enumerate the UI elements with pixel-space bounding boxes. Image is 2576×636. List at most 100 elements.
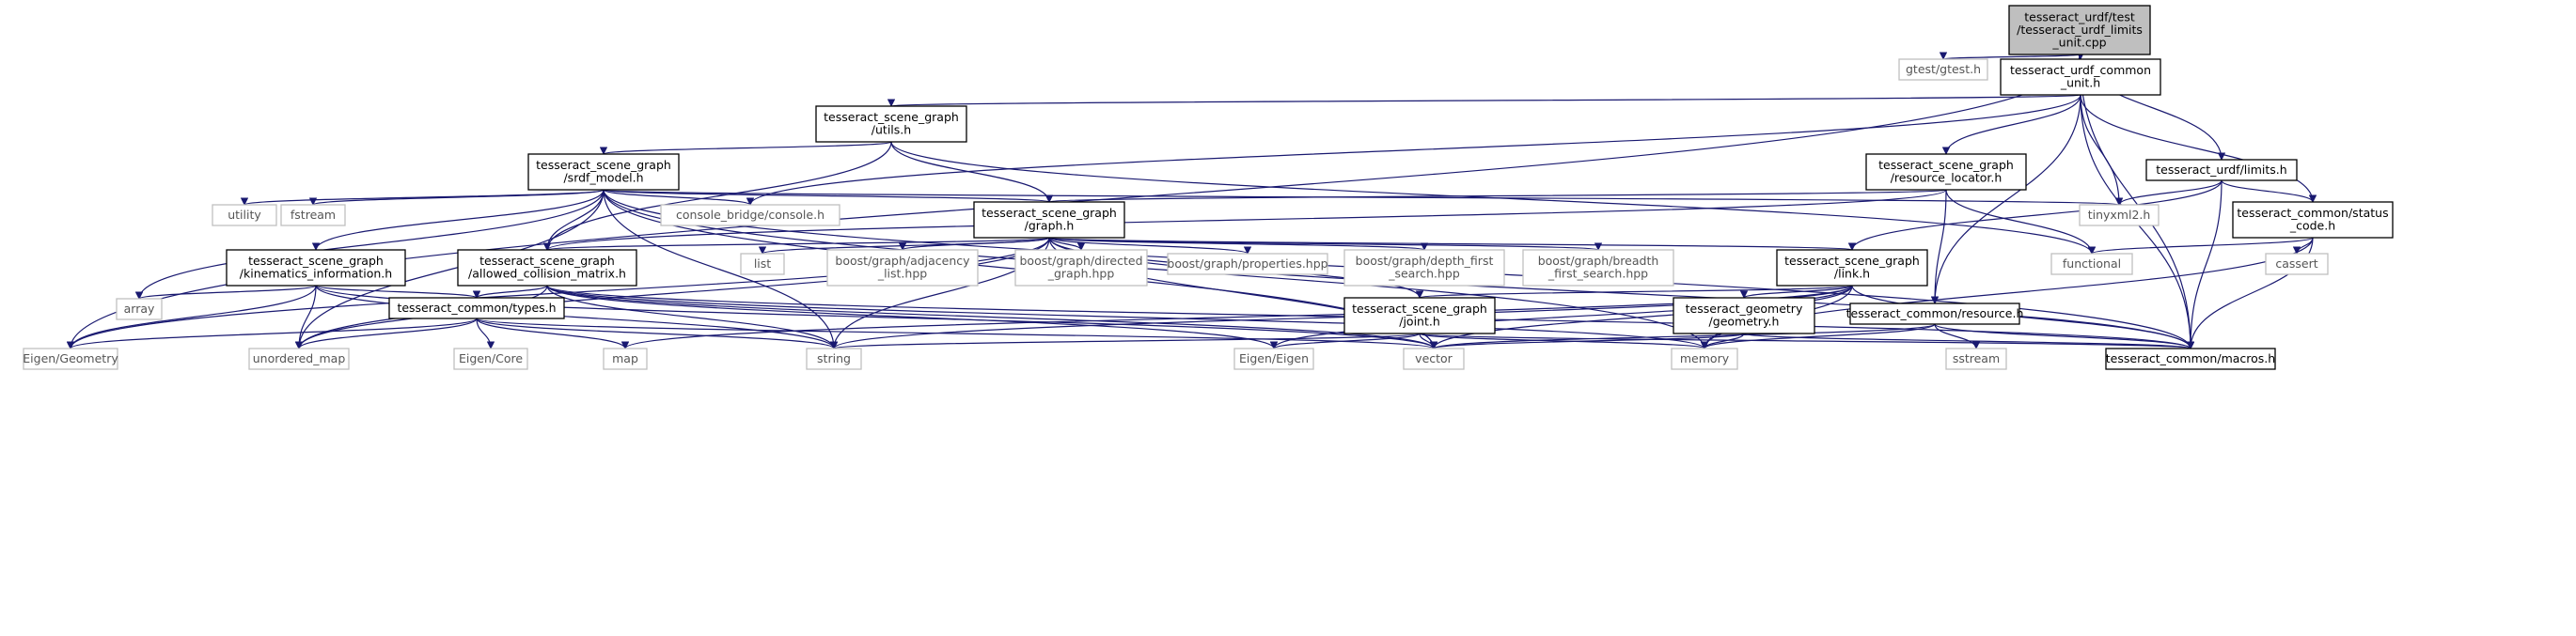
node-unordered-map: unordered_map [248, 348, 350, 370]
edge-srdf-model-to-graph [603, 189, 1053, 203]
node-limits[interactable]: tesseract_urdf/limits.h [2145, 159, 2298, 181]
node-label: sstream [1953, 351, 2000, 365]
edge-kinematics-to-types [315, 285, 480, 299]
node-acm[interactable]: tesseract_scene_graph/allowed_collision_… [457, 249, 637, 287]
node-label: /tesseract_urdf_limits [2017, 23, 2143, 37]
node-label: utility [228, 208, 261, 222]
node-label: tinyxml2.h [2088, 208, 2151, 222]
edge-srdf-model-to-array [134, 189, 605, 300]
node-box [740, 253, 785, 275]
edge-resource-locator-to-resource [1930, 189, 1947, 304]
edge-geometry-to-macros [1743, 333, 2194, 349]
node-label: /joint.h [1399, 315, 1440, 329]
node-array: array [116, 298, 163, 320]
node-box [388, 297, 565, 319]
edge-joint-to-string [830, 333, 1421, 349]
edge-acm-to-memory [546, 285, 1708, 349]
node-box [2232, 201, 2394, 239]
node-label: /geometry.h [1709, 315, 1780, 329]
edge-link-to-geometry [1739, 285, 1853, 299]
node-label: /link.h [1834, 267, 1870, 281]
edge-status-code-to-functional [2088, 237, 2314, 255]
edge-common-unit-to-resource [1930, 94, 2081, 304]
node-box [248, 348, 350, 370]
edge-limits-to-status-code [2221, 179, 2317, 203]
node-box [226, 249, 406, 287]
node-label: boost/graph/adjacency [835, 254, 970, 268]
node-resource-locator[interactable]: tesseract_scene_graph/resource_locator.h [1865, 153, 2027, 191]
edge-joint-to-eigen-eigen [1269, 333, 1421, 349]
node-graph[interactable]: tesseract_scene_graph/graph.h [973, 201, 1125, 239]
edge-srdf-model-to-utility [241, 189, 605, 206]
edge-root-to-macros [2079, 54, 2195, 349]
edge-kinematics-to-eigen-geometry [66, 285, 317, 349]
node-common-unit[interactable]: tesseract_urdf_common_unit.h [2000, 58, 2161, 96]
edge-sg-utils-to-acm [542, 141, 892, 251]
node-label: functional [2063, 256, 2121, 271]
edge-common-unit-to-console [746, 94, 2081, 206]
node-label: map [612, 351, 638, 365]
edge-acm-to-types [472, 285, 548, 299]
edge-sg-utils-to-srdf-model [600, 141, 892, 155]
node-utility: utility [212, 204, 277, 226]
node-root[interactable]: tesseract_urdf/test/tesseract_urdf_limit… [2008, 5, 2151, 55]
node-label: /resource_locator.h [1891, 171, 2003, 185]
node-box [457, 249, 637, 287]
nodes: tesseract_urdf/test/tesseract_urdf_limit… [23, 5, 2394, 370]
node-box [1522, 249, 1674, 287]
node-label: tesseract_common/resource.h [1846, 306, 2024, 320]
edge-acm-to-eigen-eigen [546, 285, 1279, 349]
edge-srdf-model-to-fstream [309, 189, 605, 206]
node-types[interactable]: tesseract_common/types.h [388, 297, 565, 319]
node-label: boost/graph/directed [1019, 254, 1142, 268]
node-label: tesseract_geometry [1686, 302, 1803, 316]
edge-resource-locator-to-functional [1945, 189, 2097, 255]
node-box [1776, 249, 1928, 287]
node-macros[interactable]: tesseract_common/macros.h [2105, 348, 2276, 370]
edge-resource-to-sstream [1934, 323, 1981, 349]
edge-graph-to-adjacency [898, 237, 1050, 251]
node-box [1673, 297, 1815, 334]
node-box [2265, 253, 2329, 275]
node-resource[interactable]: tesseract_common/resource.h [1846, 302, 2024, 325]
node-status-code[interactable]: tesseract_common/status_code.h [2232, 201, 2394, 239]
node-sg-utils[interactable]: tesseract_scene_graph/utils.h [815, 105, 967, 143]
node-label: _first_search.hpp [1547, 267, 1648, 281]
node-map: map [603, 348, 648, 370]
edge-types-to-unordered-map [294, 318, 478, 349]
node-label: /allowed_collision_matrix.h [468, 267, 626, 281]
edge-srdf-model-to-unordered-map [294, 189, 605, 349]
node-list: list [740, 253, 785, 275]
edge-types-to-eigen-geometry [67, 318, 478, 349]
node-label: _code.h [2289, 219, 2335, 233]
edge-common-unit-to-sg-utils [888, 94, 2081, 107]
node-label: tesseract_common/types.h [397, 301, 556, 315]
node-box [23, 348, 118, 370]
node-link[interactable]: tesseract_scene_graph/link.h [1776, 249, 1928, 287]
node-dfs: boost/graph/depth_first_search.hpp [1343, 249, 1505, 287]
node-joint[interactable]: tesseract_scene_graph/joint.h [1343, 297, 1496, 334]
edge-srdf-model-to-kinematics [311, 189, 605, 251]
node-label: tesseract_scene_graph [536, 158, 671, 172]
node-label: /kinematics_information.h [240, 267, 392, 281]
node-eigen-geometry: Eigen/Geometry [23, 348, 118, 370]
edge-types-to-string [476, 318, 839, 349]
node-label: _unit.cpp [2051, 35, 2106, 49]
node-box [1865, 153, 2027, 191]
node-label: _unit.h [2060, 76, 2100, 90]
node-geometry[interactable]: tesseract_geometry/geometry.h [1673, 297, 1815, 334]
edge-common-unit-to-resource-locator [1941, 94, 2081, 155]
edge-joint-to-memory [1419, 333, 1708, 349]
node-box [1343, 249, 1505, 287]
node-srdf-model[interactable]: tesseract_scene_graph/srdf_model.h [527, 153, 680, 191]
edge-limits-to-link [1847, 179, 2223, 251]
node-label: tesseract_urdf_common [2010, 63, 2151, 77]
edge-limits-to-tinyxml2 [2114, 179, 2223, 206]
node-label: Eigen/Core [459, 351, 523, 365]
node-eigen-core: Eigen/Core [453, 348, 528, 370]
node-kinematics[interactable]: tesseract_scene_graph/kinematics_informa… [226, 249, 406, 287]
node-bfs: boost/graph/breadth_first_search.hpp [1522, 249, 1674, 287]
node-label: tesseract_scene_graph [248, 254, 384, 268]
node-label: memory [1680, 351, 1730, 365]
